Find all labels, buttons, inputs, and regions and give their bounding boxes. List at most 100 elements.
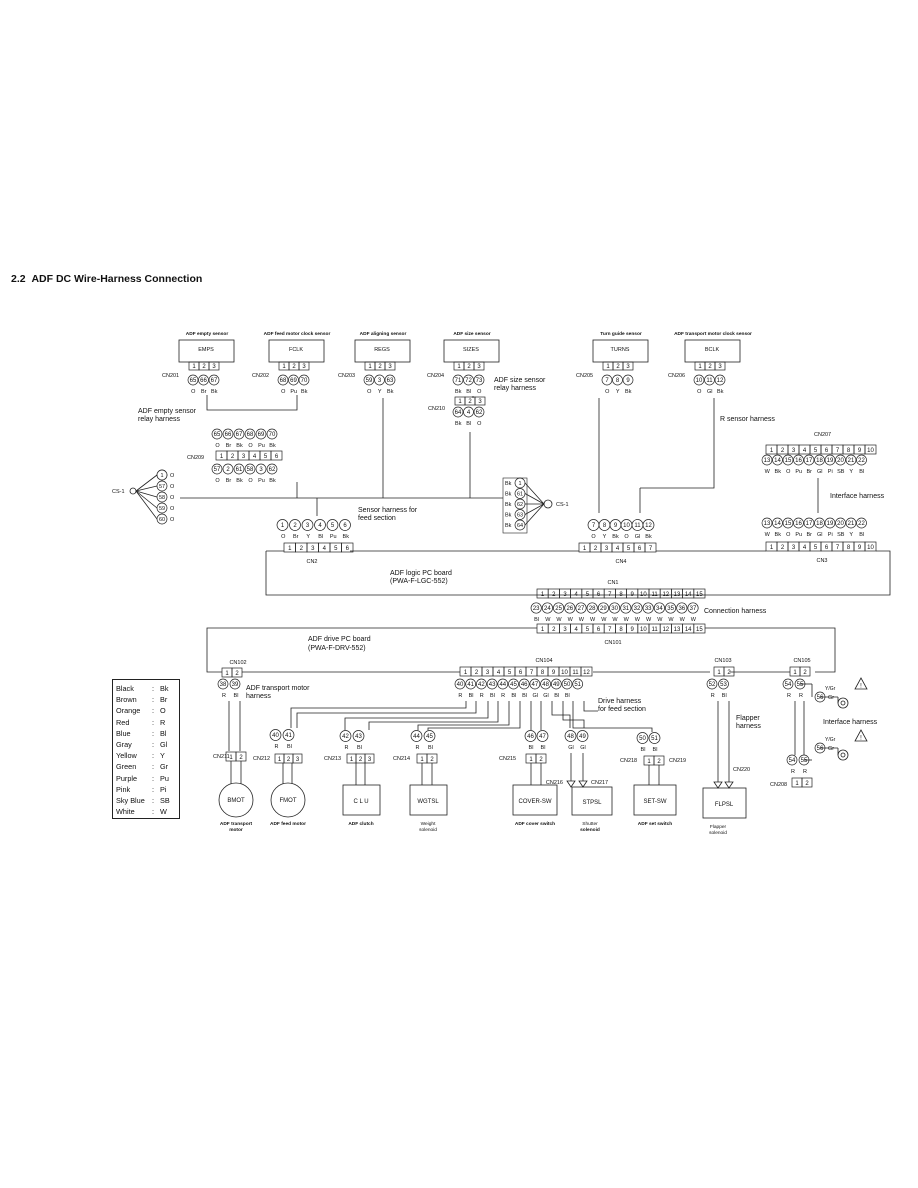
wire-color: W (556, 617, 562, 623)
wire-number: 2 (226, 467, 230, 473)
wire-number-circle (772, 454, 783, 466)
load-name: STPSL (582, 800, 602, 806)
wire-color: W (590, 617, 596, 623)
wire-number-circle (824, 517, 836, 529)
relay-bracket (206, 395, 298, 411)
connector-label: CN209 (187, 455, 204, 461)
wire-number: 46 (527, 734, 534, 740)
pin-number: 4 (253, 454, 257, 460)
load-wgtsl (409, 784, 448, 816)
wire-number-circle (564, 730, 577, 742)
wire-number: 20 (837, 521, 844, 527)
sensor-caption: Turn guide sensor (600, 331, 642, 337)
wire-number: 60 (159, 517, 165, 523)
drive-board-edge (206, 627, 537, 673)
pin-number: 1 (220, 454, 224, 460)
wire-number: 10 (623, 523, 630, 529)
wire-number: 11 (706, 378, 713, 384)
load-caption: Flapper (710, 824, 727, 830)
wire-number: 19 (827, 521, 834, 527)
legend-color-name: Gray (116, 740, 132, 750)
wire-color: W (680, 617, 686, 623)
wire-number: 14 (774, 521, 781, 527)
pin-number: 3 (792, 448, 796, 454)
wire-number-circle (410, 730, 423, 742)
connector-label: CN208 (770, 782, 787, 788)
connector-label: CN2 (306, 559, 317, 565)
wire-color: Bl (641, 747, 646, 753)
wire-color: Bl (466, 389, 471, 395)
pin-cell (231, 667, 243, 678)
pin-number: 4 (616, 546, 620, 552)
pin-cell (473, 361, 485, 371)
legend-color-name: Brown (116, 695, 137, 705)
connector-label: CN217 (591, 780, 608, 786)
wire-number: 31 (622, 606, 629, 612)
load-name: BMOT (227, 798, 245, 804)
load-caption: ADF clutch (348, 821, 373, 827)
wire-color: W (765, 532, 771, 538)
wire-color: O (215, 478, 220, 484)
wire-color: Bl (653, 747, 658, 753)
cs1-label: CS-1 (556, 502, 569, 508)
wire-number: 70 (301, 378, 308, 384)
wire-color: Bl (318, 534, 323, 540)
sensor-name: REGS (374, 347, 390, 353)
pin-number: 9 (858, 448, 862, 454)
wire-number: 12 (645, 523, 652, 529)
wire-number: 11 (634, 523, 641, 529)
pin-cell (341, 542, 354, 553)
wire-number-circle (648, 732, 661, 744)
wire-number: 70 (269, 432, 276, 438)
pin-number: 1 (288, 546, 292, 552)
wire-number: 25 (555, 606, 562, 612)
wire-number-circle (601, 374, 613, 386)
pin-cell (580, 666, 593, 677)
wire-number: 50 (639, 736, 646, 742)
wire-color: O (170, 517, 175, 523)
wire-number-circle (586, 602, 598, 614)
wire-color: O (786, 469, 791, 475)
connector-label: CN102 (229, 660, 246, 666)
pin-number: 3 (302, 364, 306, 370)
wire-number: 63 (387, 378, 394, 384)
cs1r-spoke (524, 503, 545, 526)
interface-label: Interface harness (830, 493, 885, 500)
wire-color: Bl (469, 693, 474, 699)
wire-number: 57 (159, 484, 165, 490)
pin-number: 1 (606, 364, 610, 370)
cs1r-spoke (524, 493, 545, 505)
wire-number: 36 (678, 606, 685, 612)
wire-number-circle (233, 428, 245, 440)
wire-color: Gl (533, 693, 539, 699)
wire-number-circle (540, 678, 551, 690)
legend-row: Pink:Pi (116, 784, 179, 795)
sensor-feed-label: Sensor harness for (358, 507, 418, 514)
wire-color: R (799, 693, 803, 699)
wire-color: Bl (234, 693, 239, 699)
wire-number-circle (211, 463, 223, 475)
wire-number-circle (255, 428, 267, 440)
cs1-junction (129, 487, 137, 495)
wire-number: 24 (544, 606, 551, 612)
pin-number: 10 (867, 448, 874, 454)
connector-label: CN101 (604, 640, 621, 646)
pin-number: 7 (608, 592, 612, 598)
wire-number: 38 (220, 682, 227, 688)
wire-number-circle (856, 517, 867, 529)
legend-color-name: Black (116, 684, 134, 693)
wire-number-circle (782, 678, 794, 690)
pin-number: 13 (674, 592, 681, 598)
wire-number-circle (814, 517, 825, 529)
